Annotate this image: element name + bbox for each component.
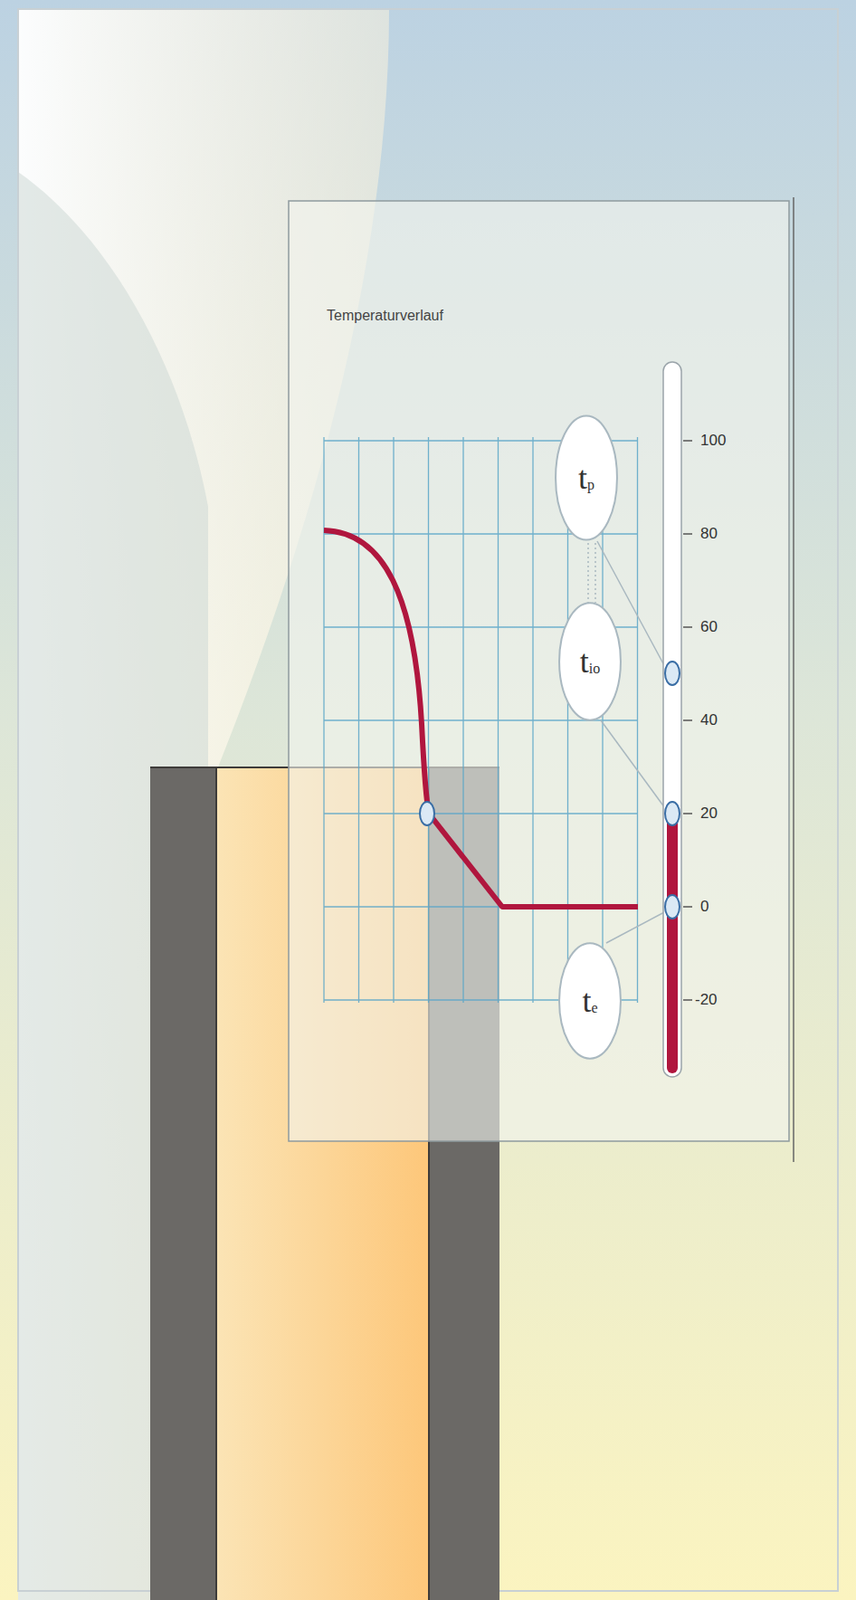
- temperature-symbol: t: [580, 642, 590, 681]
- scale-number: -20: [694, 990, 718, 1009]
- temperature-ellipse: te: [558, 941, 622, 1060]
- scale-number: 100: [700, 431, 726, 450]
- temperature-symbol: t: [578, 458, 588, 497]
- symbol-subscript: e: [590, 999, 598, 1017]
- symbol-subscript: io: [589, 660, 600, 677]
- scale-number: 60: [700, 618, 718, 637]
- scale-number: 20: [700, 804, 718, 823]
- temperature-symbol: t: [581, 981, 591, 1020]
- symbol-subscript: p: [587, 476, 595, 494]
- scale-number: 80: [700, 524, 718, 543]
- scale-number: 0: [700, 897, 709, 916]
- scale-number: 40: [700, 711, 718, 730]
- temperature-ellipse: tio: [558, 601, 622, 722]
- chart-title: Temperaturverlauf: [326, 307, 444, 324]
- temperature-ellipse: tp: [554, 414, 619, 542]
